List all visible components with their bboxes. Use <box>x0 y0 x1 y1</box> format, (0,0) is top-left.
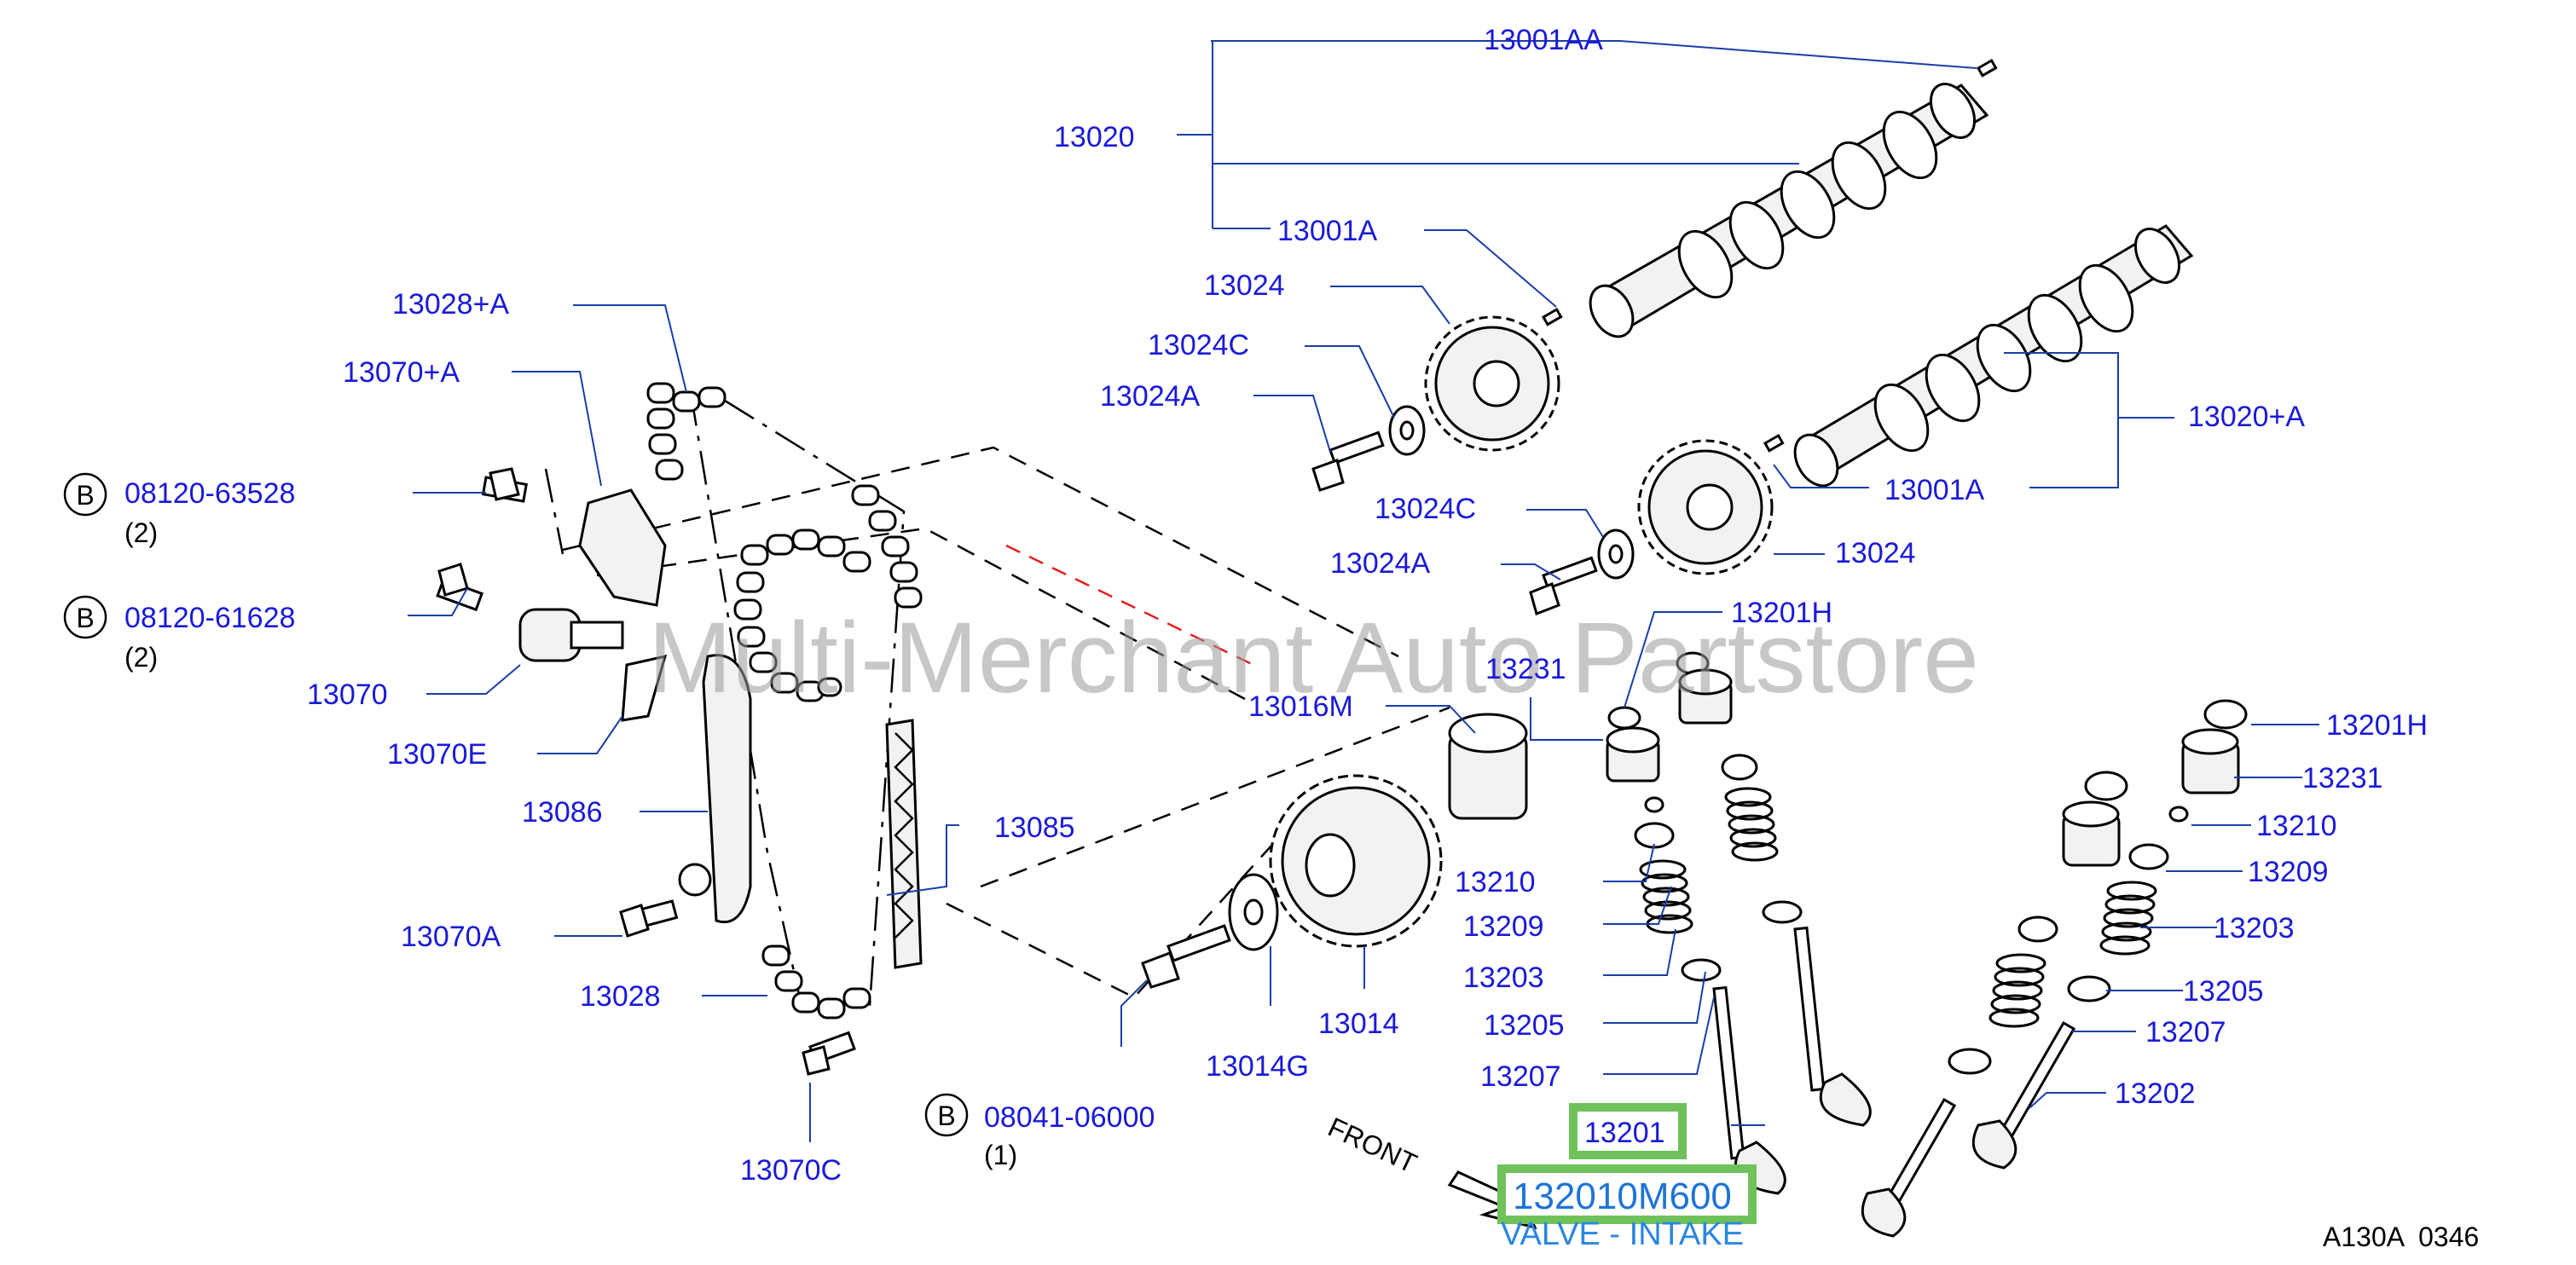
label-13024-top[interactable]: 13024 <box>1204 269 1285 302</box>
part-labels: 13001AA 13020 13001A 13024 13024C 13024A… <box>124 24 2428 1187</box>
cam-sprocket-lower <box>1637 439 1774 575</box>
qty-08120-63528: (2) <box>124 517 158 548</box>
label-13016M[interactable]: 13016M <box>1248 690 1353 723</box>
bolt-spec-markers: B B B <box>63 472 969 1137</box>
b-marker-1 <box>63 472 107 517</box>
watermark: Multi-Merchant Auto Partstore <box>648 602 1979 714</box>
timing-chain <box>646 382 923 1020</box>
label-13001AA[interactable]: 13001AA <box>1484 24 1603 56</box>
label-13070C[interactable]: 13070C <box>740 1154 842 1187</box>
front-label: FRONT <box>1323 1112 1421 1179</box>
label-13201H-left[interactable]: 13201H <box>1731 597 1832 629</box>
label-13201[interactable]: 13201 <box>1584 1117 1665 1149</box>
b-marker-2-text: B <box>76 603 94 633</box>
label-13203-left[interactable]: 13203 <box>1463 962 1544 994</box>
b-marker-3 <box>924 1093 969 1137</box>
label-08041-06000[interactable]: 08041-06000 <box>984 1101 1155 1134</box>
label-13210-left[interactable]: 13210 <box>1455 866 1536 898</box>
crank-sprocket <box>1269 774 1443 948</box>
label-13210-right[interactable]: 13210 <box>2256 810 2337 842</box>
valve-train-left <box>1606 651 1872 1195</box>
label-13070[interactable]: 13070 <box>307 679 388 711</box>
b-marker-2 <box>63 595 107 639</box>
label-13205-right[interactable]: 13205 <box>2183 975 2264 1008</box>
part-name: VALVE - INTAKE <box>1501 1216 1744 1252</box>
b-marker-3-text: B <box>937 1100 955 1131</box>
chain-guides <box>678 654 923 969</box>
label-13201H-right[interactable]: 13201H <box>2326 709 2428 742</box>
cam-sprocket-upper <box>1424 315 1560 452</box>
label-13205-left[interactable]: 13205 <box>1484 1009 1565 1042</box>
label-13001A-right[interactable]: 13001A <box>1884 474 1985 506</box>
label-13001A-top[interactable]: 13001A <box>1277 215 1378 247</box>
label-13024C-mid[interactable]: 13024C <box>1375 493 1476 525</box>
label-13028A[interactable]: 13028+A <box>392 288 509 321</box>
qty-08120-61628: (2) <box>124 642 158 673</box>
highlight-part-number[interactable]: 132010M600 <box>1497 1164 1757 1224</box>
label-13024A-mid[interactable]: 13024A <box>1330 547 1431 580</box>
diagram-code: A130A 0346 <box>2323 1222 2479 1252</box>
label-13070A[interactable]: 13070A <box>401 921 501 953</box>
label-13028[interactable]: 13028 <box>580 980 661 1013</box>
highlight-13201[interactable]: 13201 <box>1569 1103 1687 1159</box>
washers-and-bolts <box>1141 405 1635 989</box>
qty-08041-06000: (1) <box>984 1140 1017 1170</box>
label-13209-right[interactable]: 13209 <box>2248 856 2329 888</box>
label-13207-left[interactable]: 13207 <box>1480 1060 1561 1093</box>
label-13202[interactable]: 13202 <box>2115 1077 2196 1110</box>
label-13024-mid[interactable]: 13024 <box>1835 537 1916 569</box>
label-13070A-plus[interactable]: 13070+A <box>343 356 460 389</box>
label-13070E[interactable]: 13070E <box>387 738 487 771</box>
label-13231-right[interactable]: 13231 <box>2302 762 2383 794</box>
label-08120-61628[interactable]: 08120-61628 <box>124 602 295 634</box>
label-13024C-top[interactable]: 13024C <box>1148 329 1249 361</box>
label-08120-63528[interactable]: 08120-63528 <box>124 477 295 510</box>
camshaft-upper <box>1541 58 1998 338</box>
label-13014G[interactable]: 13014G <box>1206 1050 1309 1083</box>
label-13209-left[interactable]: 13209 <box>1463 910 1544 943</box>
label-13203-right[interactable]: 13203 <box>2214 912 2295 944</box>
label-13020[interactable]: 13020 <box>1054 121 1135 153</box>
part-number[interactable]: 132010M600 <box>1513 1175 1732 1217</box>
leader-lines <box>408 40 2319 1142</box>
label-13207-right[interactable]: 13207 <box>2145 1016 2226 1048</box>
tensioner-assembly <box>436 467 856 1076</box>
valve-train-right <box>1861 699 2248 1238</box>
b-marker-1-text: B <box>76 480 94 511</box>
label-13231-left[interactable]: 13231 <box>1485 653 1566 685</box>
label-13014[interactable]: 13014 <box>1318 1008 1399 1040</box>
camshaft-lower <box>1763 224 2194 488</box>
label-13020A[interactable]: 13020+A <box>2188 401 2305 433</box>
label-13085[interactable]: 13085 <box>994 812 1075 844</box>
label-13086[interactable]: 13086 <box>522 796 603 829</box>
label-13024A-top[interactable]: 13024A <box>1100 380 1201 413</box>
